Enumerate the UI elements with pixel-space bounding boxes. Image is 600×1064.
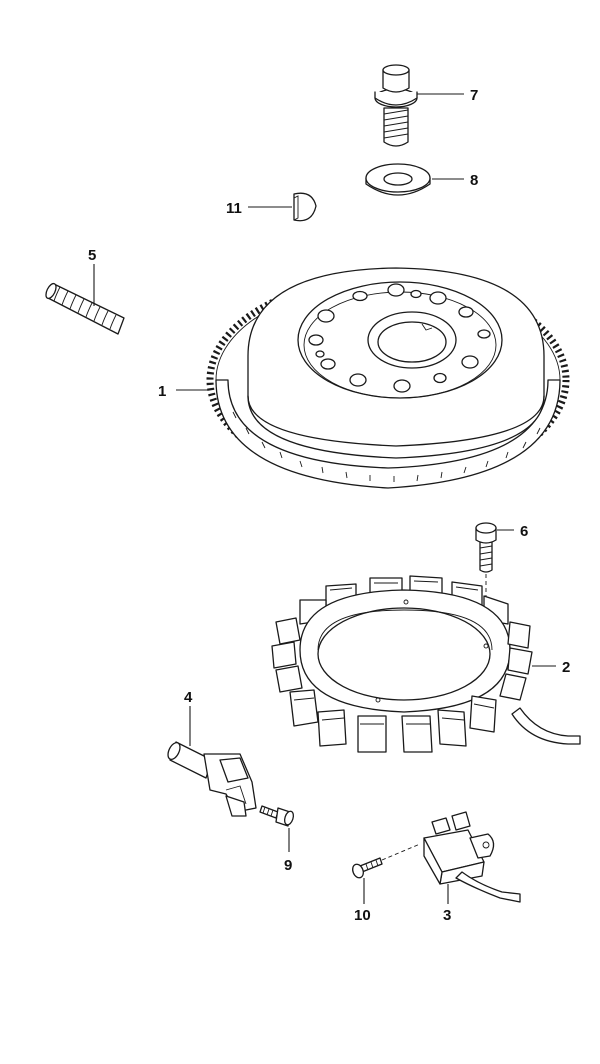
hub-bolt-holes [308,283,491,393]
callout-labels: 1 2 3 4 5 6 7 8 9 10 11 [88,87,570,924]
pulser-screw-part[interactable] [259,805,295,827]
flywheel-part[interactable] [206,267,570,489]
callout-7: 7 [470,87,478,104]
rectifier-screw-part[interactable] [351,843,421,879]
callout-9: 9 [284,857,292,874]
stator-side-coils [271,617,533,701]
callout-10: 10 [354,907,371,924]
callout-4: 4 [184,689,193,706]
spring-pin-part[interactable] [44,282,125,335]
leader-lines [93,93,556,904]
callout-1: 1 [158,383,166,400]
rectifier-part[interactable] [423,811,521,903]
callout-2: 2 [562,659,570,676]
callout-3: 3 [443,907,451,924]
pulser-coil-part[interactable] [166,741,257,817]
callout-5: 5 [88,247,96,264]
woodruff-key-part[interactable] [293,192,317,222]
stator-front-coils [289,689,497,753]
washer-part[interactable] [365,163,431,196]
callout-8: 8 [470,172,478,189]
callout-6: 6 [520,523,528,540]
rim-slots [232,411,541,482]
flange-bolt-part[interactable] [374,64,418,147]
stator-part[interactable] [271,575,581,753]
callout-11: 11 [226,200,242,217]
